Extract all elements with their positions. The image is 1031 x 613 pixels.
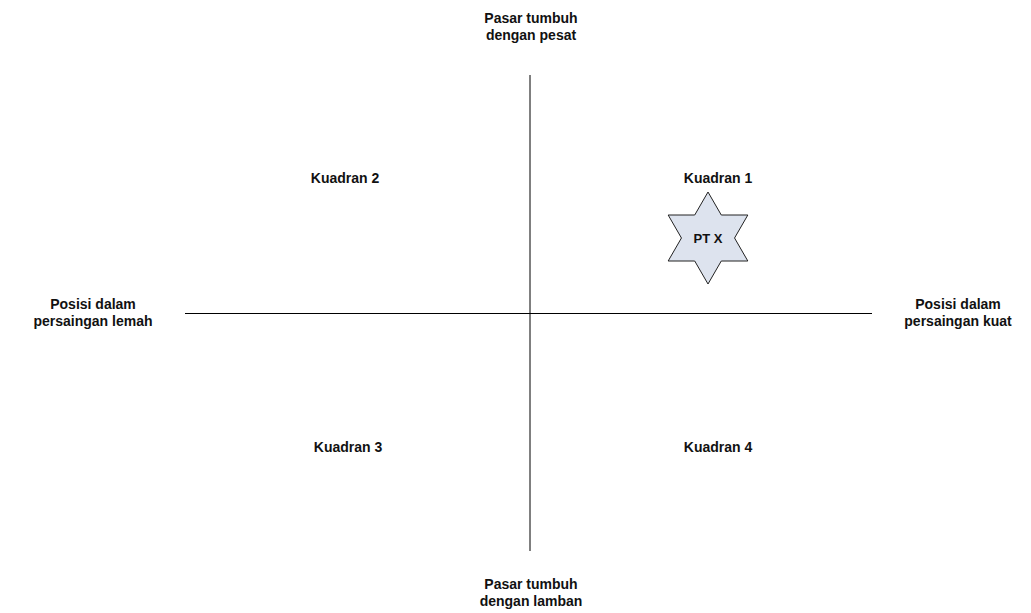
star-shape: PT X bbox=[660, 190, 756, 286]
axis-label: Posisi dalam persaingan lemah bbox=[24, 296, 163, 330]
axis-label: Posisi dalam persaingan kuat bbox=[892, 296, 1024, 330]
quadrant-label: Kuadran 4 bbox=[682, 439, 754, 456]
company-label: PT X bbox=[694, 231, 723, 246]
axis-label: Pasar tumbuh dengan lamban bbox=[472, 576, 591, 610]
quadrant-label: Kuadran 3 bbox=[312, 439, 384, 456]
quadrant-label: Kuadran 2 bbox=[309, 170, 381, 187]
axis-label: Pasar tumbuh dengan pesat bbox=[474, 10, 588, 44]
quadrant-label: Kuadran 1 bbox=[682, 170, 754, 187]
hexagram bbox=[668, 192, 748, 284]
horizontal-axis bbox=[185, 313, 872, 314]
